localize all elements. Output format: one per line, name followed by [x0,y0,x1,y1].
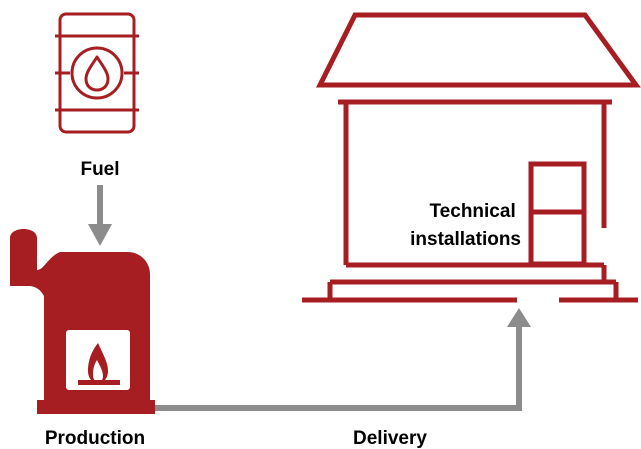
production-label: Production [45,428,145,449]
delivery-label: Delivery [353,428,427,449]
boiler-icon [10,229,155,414]
technical-label-line-2: installations [410,229,521,250]
technical-installation-box-icon [528,161,587,267]
fuel-to-production-arrow [88,185,112,246]
flame-icon [78,343,120,385]
delivery-arrow [155,308,531,411]
technical-installations-label: Technical installations [410,201,521,250]
house-icon [302,12,641,303]
fuel-label: Fuel [80,159,119,180]
technical-label-line-1: Technical [429,201,515,222]
oil-barrel-icon [55,12,139,134]
